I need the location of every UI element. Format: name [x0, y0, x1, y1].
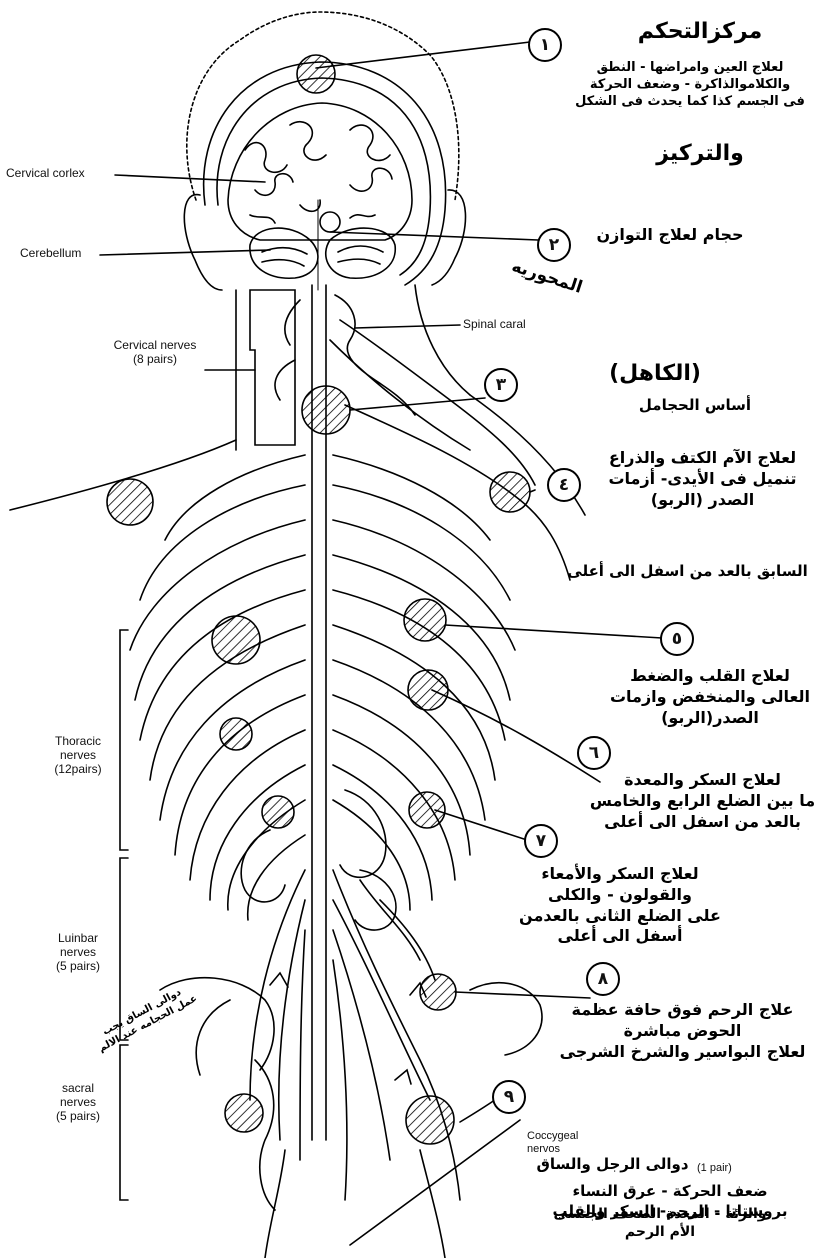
sacral-bracket [120, 1045, 128, 1200]
label-lumbar-line2: nerves [38, 946, 118, 960]
point-5b-marker [212, 616, 260, 664]
point-9-title: دوالى الرجل والساق [530, 1155, 695, 1175]
point-5-line3: الصدر(الربو) [600, 708, 820, 729]
badge-4: ٤ [547, 468, 581, 502]
label-coccygeal-line1: Coccygeal [527, 1130, 578, 1143]
label-thoracic-line3: (12pairs) [38, 763, 118, 777]
point-4-line1: لعلاج الآم الكتف والذراع [585, 448, 820, 469]
label-lumbar-line3: (5 pairs) [38, 960, 118, 974]
point-4-description: لعلاج الآم الكتف والذراع تنميل فى الأيدى… [585, 448, 820, 510]
point-1-line3: فى الجسم كذا كما يحدث فى الشكل [565, 94, 815, 111]
point-9-extra: والرئة - المعدة الضعف الجنسى الأم الرحم [505, 1205, 815, 1241]
cerebellum-outline [250, 228, 318, 278]
point-5-description: لعلاج القلب والضغط العالى والمنخفض وازما… [600, 666, 820, 728]
label-coccygeal-nerves: Coccygeal nervos [527, 1130, 578, 1155]
point-7-line1: لعلاج السكر والأمعاء [500, 864, 740, 885]
point-4b-marker [107, 479, 153, 525]
point-6-line2: ما بين الضلع الرابع والخامس [585, 791, 820, 812]
point-4-marker [490, 472, 530, 512]
label-sacral-line2: nerves [38, 1096, 118, 1110]
point-1-extra: والتركيز [615, 140, 785, 169]
label-sacral-nerves: sacral nerves (5 pairs) [38, 1082, 118, 1123]
label-cervical-nerves: Cervical nerves (8 pairs) [100, 339, 210, 367]
point-8-marker [420, 974, 456, 1010]
point-5-line1: لعلاج القلب والضغط [600, 666, 820, 687]
point-3-subtitle: أساس الحجامل [630, 396, 760, 416]
label-spinal-cord: Spinal caral [463, 318, 526, 332]
point-8-line2: الحوض مباشرة [545, 1021, 820, 1042]
point-5-marker [404, 599, 446, 641]
badge-6: ٦ [577, 736, 611, 770]
point-6-line1: لعلاج السكر والمعدة [585, 770, 820, 791]
badge-2: ٢ [537, 228, 571, 262]
badge-1: ١ [528, 28, 562, 62]
point-7b-marker [262, 796, 294, 828]
point-5-line2: العالى والمنخفض وازمات [600, 687, 820, 708]
point-9-line4: والرئة - المعدة الضعف الجنسى [505, 1205, 815, 1223]
point-8-description: علاج الرحم فوق حافة عظمة الحوض مباشرة لع… [545, 1000, 820, 1062]
point-1-marker [297, 55, 335, 93]
point-9-line2: ضعف الحركة - عرق النساء [520, 1182, 820, 1202]
point-7-description: لعلاج السكر والأمعاء والقولون - والكلى ع… [500, 864, 740, 947]
point-6b-marker [220, 718, 252, 750]
point-1-line2: والكلاموالذاكرة - وضعف الحركة [565, 77, 815, 94]
point-6-marker [408, 670, 448, 710]
badge-7: ٧ [524, 824, 558, 858]
label-cervical-nerves-line2: (8 pairs) [100, 353, 210, 367]
point-4-line2: تنميل فى الأيدى- أزمات [585, 469, 820, 490]
label-cervical-cortex: Cervical corlex [6, 167, 85, 181]
badge-9: ٩ [492, 1080, 526, 1114]
label-thoracic-nerves: Thoracic nerves (12pairs) [38, 735, 118, 776]
point-8-line1: علاج الرحم فوق حافة عظمة [545, 1000, 820, 1021]
point-1-line1: لعلاج العين وامراضها - النطق [565, 60, 815, 77]
point-2-marker [320, 212, 340, 232]
label-sacral-line3: (5 pairs) [38, 1110, 118, 1124]
label-sacral-line1: sacral [38, 1082, 118, 1096]
point-7-line2: والقولون - والكلى [500, 885, 740, 906]
point-7-line4: أسفل الى أعلى [500, 926, 740, 947]
point-8-line3: لعلاج البواسير والشرخ الشرجى [545, 1042, 820, 1063]
label-coccygeal-pair: (1 pair) [697, 1162, 732, 1175]
point-9b-marker [225, 1094, 263, 1132]
point-2-text: حجام لعلاج التوازن [570, 225, 770, 246]
point-3-title: (الكاهل) [575, 360, 735, 389]
point-6-line3: بالعد من اسفل الى أعلى [585, 812, 820, 833]
thoracic-bracket [120, 630, 128, 850]
point-6-description: لعلاج السكر والمعدة ما بين الضلع الرابع … [585, 770, 820, 832]
badge-8: ٨ [586, 962, 620, 996]
badge-5: ٥ [660, 622, 694, 656]
point-9-line5: الأم الرحم [505, 1223, 815, 1241]
label-cerebellum: Cerebellum [20, 247, 81, 261]
point-1-description: لعلاج العين وامراضها - النطق والكلاموالذ… [565, 60, 815, 111]
label-coccygeal-line2: nervos [527, 1143, 578, 1156]
neck-outline [236, 285, 470, 450]
point-1-title: مركزالتحكم [600, 18, 800, 47]
badge-3: ٣ [484, 368, 518, 402]
point-7-marker [409, 792, 445, 828]
point-4-note: السابق بالعد من اسفل الى أعلى [555, 562, 820, 582]
label-thoracic-line1: Thoracic [38, 735, 118, 749]
point-3-marker [302, 386, 350, 434]
point-4-line3: الصدر (الربو) [585, 490, 820, 511]
label-cervical-nerves-line1: Cervical nerves [100, 339, 210, 353]
label-lumbar-nerves: Luinbar nerves (5 pairs) [38, 932, 118, 973]
label-thoracic-line2: nerves [38, 749, 118, 763]
point-9-marker [406, 1096, 454, 1144]
left-rib-nerves [130, 455, 305, 920]
point-7-line3: على الضلع الثانى بالعدمن [500, 906, 740, 927]
label-lumbar-line1: Luinbar [38, 932, 118, 946]
